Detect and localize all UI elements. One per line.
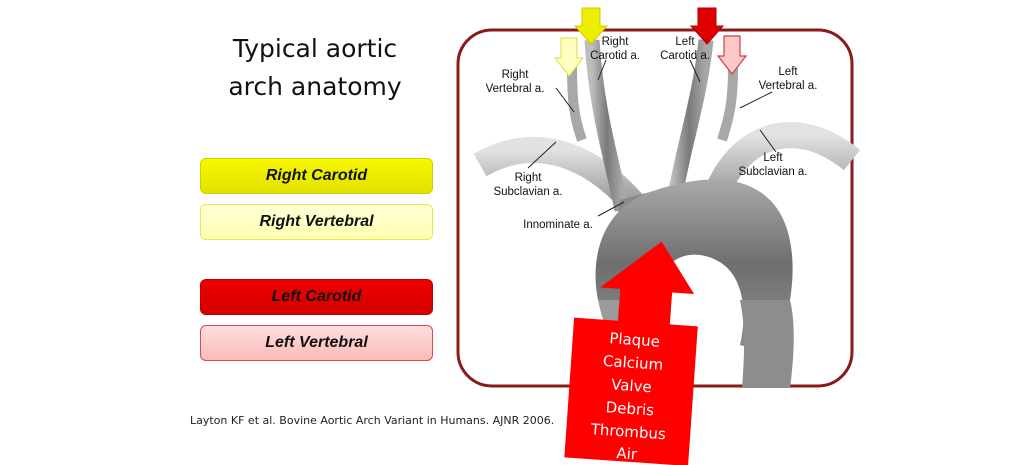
left-carotid-arrow-icon bbox=[689, 7, 725, 45]
left-vertebral-artery bbox=[717, 67, 738, 142]
legend-right-vertebral[interactable]: Right Vertebral bbox=[200, 204, 433, 240]
leader-lines bbox=[527, 59, 777, 217]
legend-right-carotid[interactable]: Right Carotid bbox=[200, 158, 433, 194]
embolic-source-arrow: Plaque Calcium Valve Debris Thrombus Air bbox=[564, 241, 698, 465]
embolic-source-item: Valve bbox=[611, 375, 653, 396]
label-right-carotid-l2: Carotid a. bbox=[590, 50, 640, 62]
left-vertebral-arrow-icon bbox=[716, 35, 748, 75]
embolic-source-item: Calcium bbox=[602, 352, 663, 374]
right-vertebral-artery bbox=[567, 65, 587, 142]
legend-left-carotid[interactable]: Left Carotid bbox=[200, 279, 433, 315]
citation: Layton KF et al. Bovine Aortic Arch Vari… bbox=[190, 414, 555, 427]
page-title: Typical aortic arch anatomy bbox=[190, 30, 440, 106]
embolic-source-item: Thrombus bbox=[589, 420, 666, 443]
embolic-source-item: Air bbox=[616, 444, 639, 463]
title-line-1: Typical aortic bbox=[232, 34, 398, 63]
label-left-vertebral-l2: Vertebral a. bbox=[759, 80, 818, 92]
anatomy-labels: Right Carotid a. Left Carotid a. Right V… bbox=[486, 36, 818, 231]
label-left-subclavian-l1: Left bbox=[763, 152, 783, 164]
descending-aorta bbox=[740, 300, 794, 388]
legend-left-vertebral[interactable]: Left Vertebral bbox=[200, 325, 433, 361]
right-carotid-arrow-icon bbox=[573, 7, 609, 45]
label-right-subclavian-l1: Right bbox=[515, 172, 543, 184]
right-carotid-artery bbox=[584, 39, 630, 212]
label-left-vertebral-l1: Left bbox=[778, 66, 798, 78]
label-right-vertebral-l1: Right bbox=[502, 69, 530, 81]
label-right-subclavian-l2: Subclavian a. bbox=[493, 186, 562, 198]
label-right-carotid-l1: Right bbox=[602, 36, 630, 48]
right-vertebral-arrow-icon bbox=[553, 37, 585, 77]
label-left-subclavian-l2: Subclavian a. bbox=[738, 166, 807, 178]
label-left-carotid-l1: Left bbox=[675, 36, 695, 48]
embolic-source-item: Plaque bbox=[609, 329, 661, 350]
title-line-2: arch anatomy bbox=[228, 72, 402, 101]
label-left-carotid-l2: Carotid a. bbox=[660, 50, 710, 62]
label-right-vertebral-l2: Vertebral a. bbox=[486, 83, 545, 95]
vessels bbox=[473, 39, 861, 388]
label-innominate: Innominate a. bbox=[523, 219, 593, 231]
embolic-arrow-icon bbox=[564, 241, 698, 465]
embolic-source-item: Debris bbox=[605, 398, 655, 419]
